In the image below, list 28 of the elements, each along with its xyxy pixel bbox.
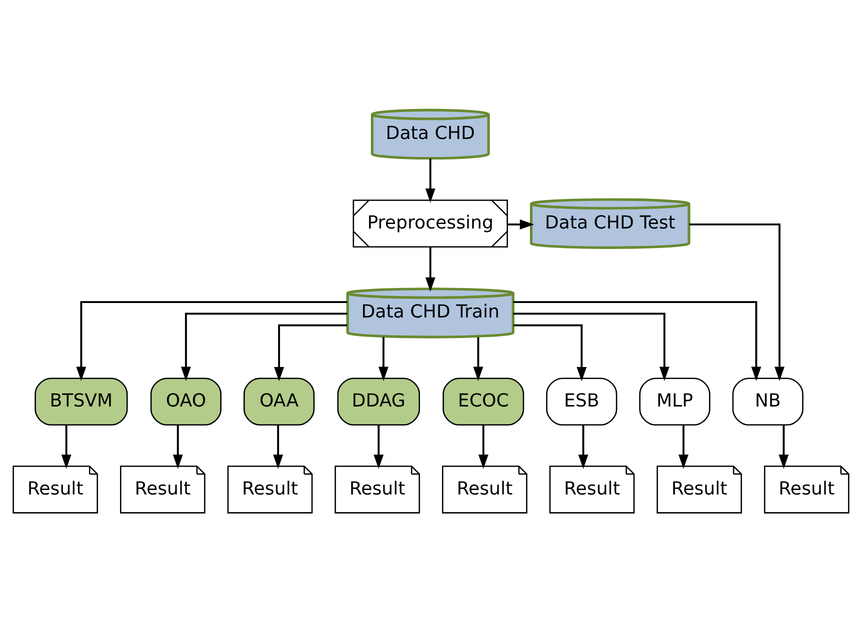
node-box: MLP (639, 378, 710, 426)
node-box: BTSVM (34, 378, 128, 426)
arrow (513, 312, 670, 381)
arrow (180, 312, 348, 381)
arrow (172, 425, 183, 469)
arrow (578, 425, 588, 469)
arrow (473, 337, 484, 381)
arrow (274, 324, 348, 382)
arrow (273, 425, 284, 469)
node-box: OAO (150, 378, 222, 426)
arrow (678, 425, 688, 469)
node-box: ECOC (442, 378, 524, 426)
arrow (425, 158, 436, 203)
arrow (689, 224, 784, 382)
node-box: ESB (546, 378, 618, 426)
arrow (478, 425, 488, 469)
arrow (508, 219, 534, 230)
arrow (514, 324, 587, 382)
arrow (425, 247, 436, 292)
arrow (778, 425, 789, 469)
arrow (76, 301, 348, 381)
arrow (61, 425, 72, 469)
arrow (378, 337, 388, 381)
node-box: OAA (244, 378, 315, 426)
arrow (513, 301, 762, 381)
node-box: NB (732, 378, 804, 426)
arrow (374, 425, 384, 469)
node-box: DDAG (337, 378, 420, 426)
